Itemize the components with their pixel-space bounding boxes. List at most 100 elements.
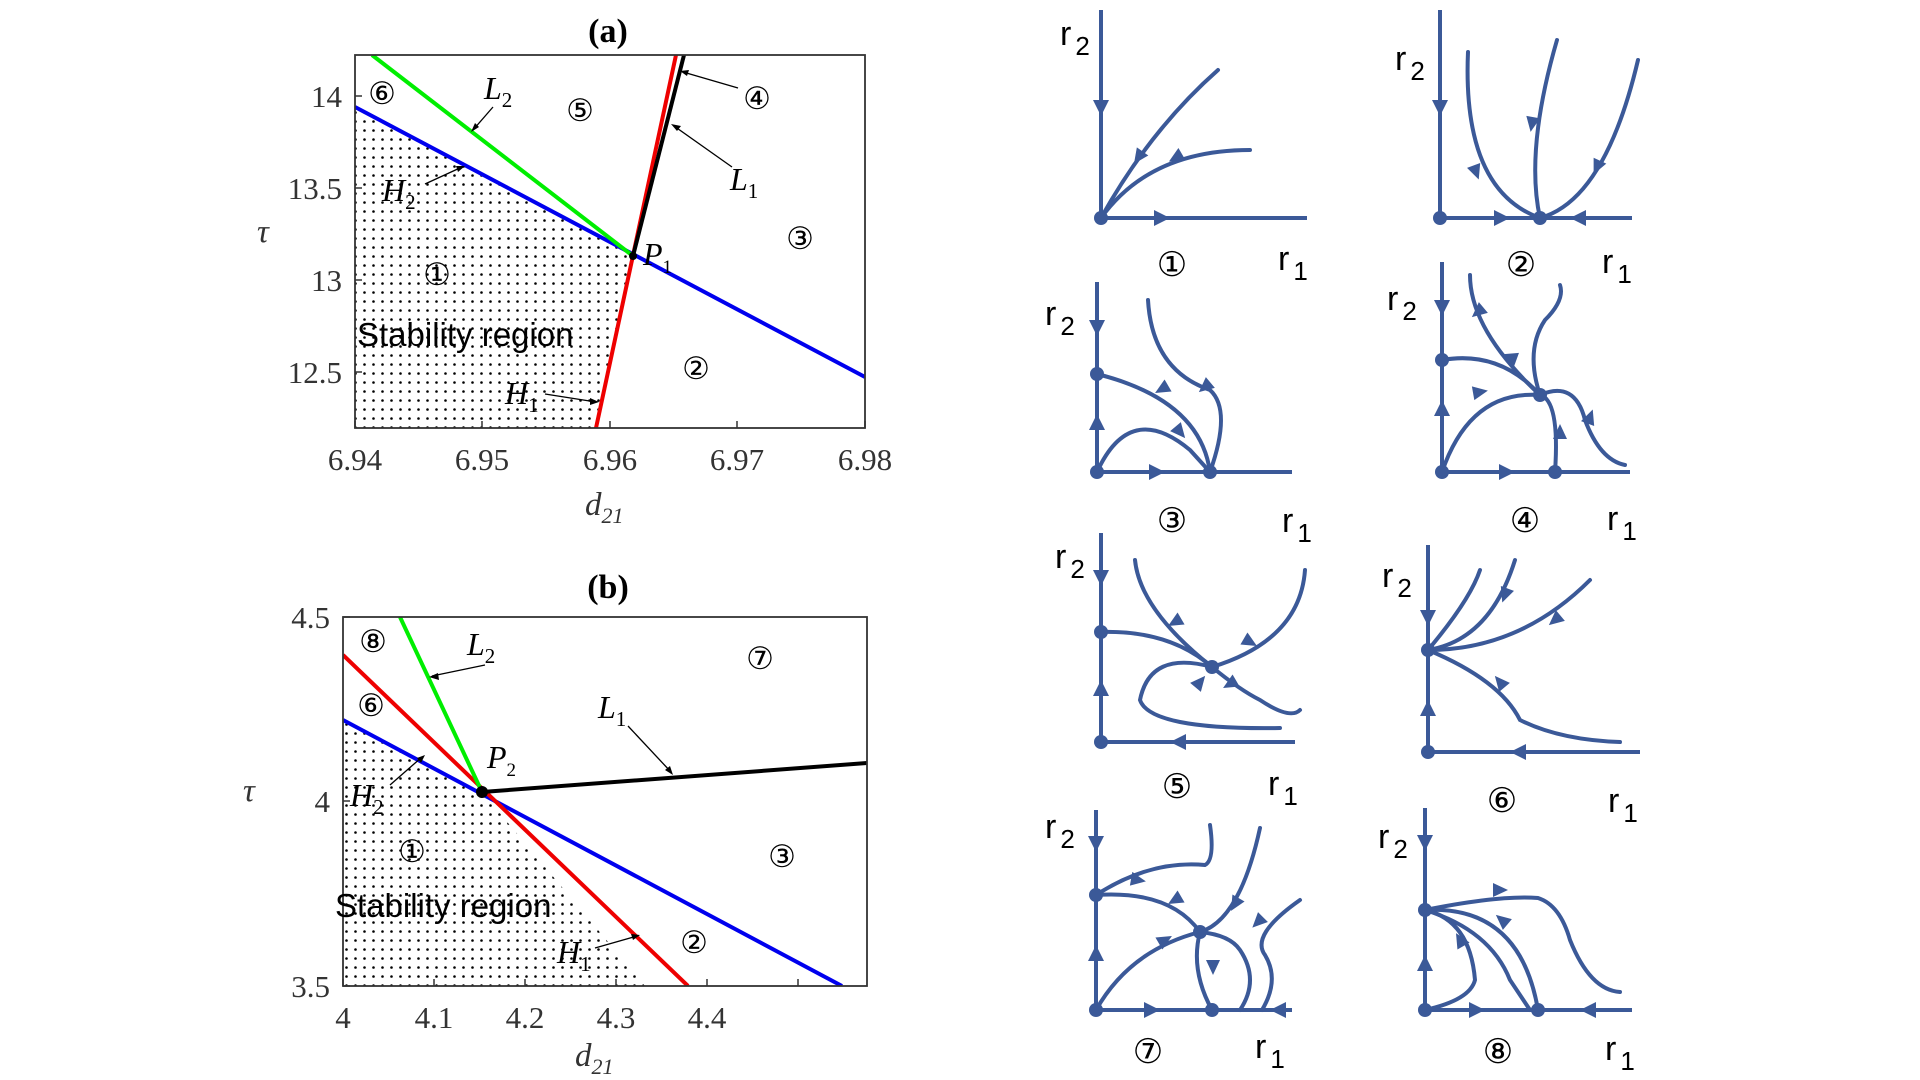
panel-a-stability-label: Stability region (357, 316, 573, 353)
panel-b-H2-pointer-head (417, 755, 425, 763)
panel-a-point-P1 (629, 252, 637, 260)
panel-b-xlabel: d21 (575, 1038, 614, 1079)
portrait-3-number: ③ (1157, 503, 1187, 540)
panel-b-L2-pointer-head (429, 673, 439, 680)
panel-b-point-P2 (476, 786, 488, 798)
panel-a-region-2: ② (682, 351, 710, 386)
portrait-5-axes (1099, 533, 1295, 744)
panel-a-L2-label: L2 (483, 70, 512, 112)
panel-a-L1-top-pointer (682, 71, 739, 89)
panel-b-H1-line (343, 653, 690, 986)
portrait-7-number: ⑦ (1133, 1034, 1163, 1071)
panel-a-xtick: 6.95 (455, 442, 509, 477)
panel-a-xtick: 6.97 (710, 442, 764, 477)
panel-a-ytick: 13 (311, 263, 342, 298)
panel-b-H1-label: H1 (556, 934, 591, 976)
panel-a-P1-label: P1 (642, 236, 672, 278)
panel-a: (a) 6.94 6.95 6.96 6.97 6.98 12.5 13 13.… (257, 13, 892, 528)
panel-a-xtick: 6.98 (838, 442, 892, 477)
panel-a-H2-pointer-head (456, 166, 465, 172)
panel-b-L2-line (398, 617, 484, 793)
portrait-3-axes (1095, 282, 1292, 474)
panel-b-L2-label: L2 (466, 626, 495, 668)
panel-b-L1-line (481, 761, 867, 794)
panel-b-region-3: ③ (768, 839, 796, 874)
panel-a-H1-label: H1 (504, 375, 539, 417)
panel-a-ytick: 12.5 (288, 355, 342, 390)
panel-b-H2-line (343, 718, 843, 986)
panel-b-H2-label: H2 (349, 777, 384, 819)
panel-b-stability-label: Stability region (335, 887, 551, 924)
panel-a-L1-pointer (673, 125, 733, 168)
panel-a-H2-label: H2 (381, 172, 416, 214)
panel-a-region-4: ④ (743, 81, 771, 116)
panel-a-region-3: ③ (786, 221, 814, 256)
panel-b-L1-label: L1 (597, 689, 626, 731)
panel-b-ticks (342, 616, 799, 987)
portrait-5-number: ⑤ (1162, 769, 1192, 806)
panel-b-region-7: ⑦ (746, 641, 774, 676)
panel-b-ytick: 3.5 (291, 969, 330, 1004)
panel-a-H1-pointer (544, 393, 597, 403)
panel-a-H1-pointer-head (590, 398, 599, 405)
panel-a-H2-pointer (424, 166, 463, 185)
panel-b-ytick: 4.5 (291, 600, 330, 635)
panel-a-xtick: 6.94 (328, 442, 383, 477)
panel-b-xtick: 4.4 (688, 1000, 727, 1035)
panel-b-stability-fill (343, 720, 645, 986)
panel-b-region-2: ② (680, 925, 708, 960)
panel-b-ylabel: τ (243, 773, 256, 809)
panel-a-region-6: ⑥ (368, 76, 396, 111)
panel-b-L1-pointer (627, 725, 672, 773)
panel-b-L2-pointer (431, 664, 486, 677)
portrait-1-number: ① (1157, 247, 1187, 284)
panel-b-L1-pointer-head (665, 766, 673, 775)
panel-b-P2-label: P2 (486, 739, 516, 781)
panel-b-xtick: 4 (335, 1000, 351, 1035)
panel-a-L1-pointer-head (671, 124, 681, 131)
portrait-7-axes (1094, 810, 1292, 1012)
panel-a-region-5: ⑤ (566, 93, 594, 128)
panel-a-L1-label: L1 (729, 161, 758, 203)
panel-b-region-1: ① (398, 834, 426, 869)
panel-a-L2-pointer-head (471, 123, 479, 132)
panel-a-ticks (354, 95, 866, 428)
panel-a-stability-fill (355, 107, 633, 428)
panel-b-ytick: 4 (315, 784, 331, 819)
panel-b-xtick: 4.2 (506, 1000, 545, 1035)
portrait-2-number: ② (1506, 247, 1536, 284)
panel-a-ytick: 14 (311, 79, 343, 114)
portrait-6-number: ⑥ (1487, 783, 1517, 820)
panel-a-L1-line (631, 55, 686, 257)
panel-b-H1-pointer-head (631, 934, 640, 940)
panel-a-L2-line (370, 55, 635, 258)
panel-a-xtick: 6.96 (583, 442, 637, 477)
portrait-4-number: ④ (1510, 503, 1540, 540)
panel-b-xtick: 4.1 (415, 1000, 454, 1035)
portrait-8-number: ⑧ (1483, 1034, 1513, 1071)
panel-a-title: (a) (588, 13, 628, 50)
panel-a-region-1: ① (423, 257, 451, 292)
panel-b-H2-pointer (389, 756, 423, 786)
